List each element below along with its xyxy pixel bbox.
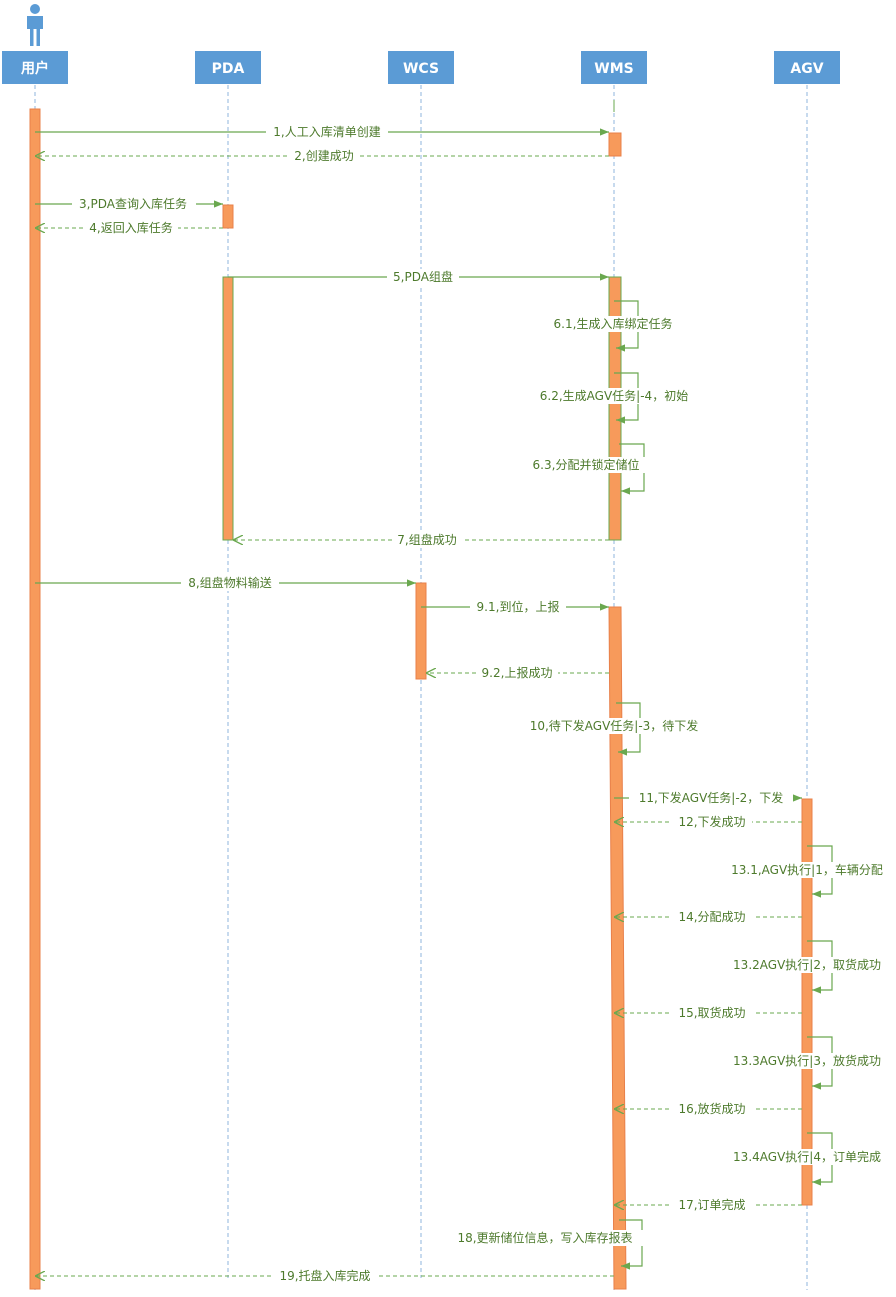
- message-18: 18,更新储位信息，写入库存报表: [442, 1219, 648, 1270]
- message-label: 12,下发成功: [678, 814, 745, 829]
- message-label: 6.1,生成入库绑定任务: [554, 316, 673, 331]
- message-9-1: 9.1,到位，上报: [421, 599, 609, 615]
- participant-label: WMS: [594, 61, 633, 77]
- message-label: 7,组盘成功: [397, 532, 456, 547]
- message-label: 6.3,分配并锁定储位: [533, 457, 640, 472]
- message-label: 13.3AGV执行|3，放货成功: [733, 1053, 881, 1068]
- message-label: 6.2,生成AGV任务|-4，初始: [540, 388, 688, 403]
- participant-label: WCS: [403, 61, 439, 77]
- message-15: 15,取货成功: [614, 1005, 802, 1021]
- message-10: 10,待下发AGV任务|-3，待下发: [519, 702, 709, 756]
- message-13-3: 13.3AGV执行|3，放货成功: [724, 1036, 892, 1090]
- participant-user[interactable]: 用户: [2, 51, 68, 84]
- message-11: 11,下发AGV任务|-2，下发: [614, 790, 802, 806]
- message-16: 16,放货成功: [614, 1101, 802, 1117]
- participant-label: 用户: [21, 60, 49, 77]
- message-2: 2,创建成功: [35, 148, 609, 164]
- message-9-2: 9.2,上报成功: [426, 665, 609, 681]
- message-6-2: 6.2,生成AGV任务|-4，初始: [530, 372, 698, 424]
- participant-pda[interactable]: PDA: [195, 51, 261, 84]
- message-13-2: 13.2AGV执行|2，取货成功: [724, 940, 892, 994]
- activation-agv: [801, 798, 813, 1206]
- message-17: 17,订单完成: [614, 1197, 802, 1213]
- activation-user: [29, 108, 41, 1290]
- message-label: 13.1,AGV执行|1，车辆分配: [731, 862, 883, 877]
- message-label: 10,待下发AGV任务|-3，待下发: [530, 718, 699, 733]
- message-label: 18,更新储位信息，写入库存报表: [457, 1230, 632, 1245]
- activation-bars: [29, 108, 813, 1290]
- message-label: 13.4AGV执行|4，订单完成: [733, 1149, 881, 1164]
- participant-wms[interactable]: WMS: [581, 51, 647, 84]
- message-label: 9.2,上报成功: [482, 665, 553, 680]
- message-label: 13.2AGV执行|2，取货成功: [733, 957, 881, 972]
- message-label: 4,返回入库任务: [89, 220, 172, 235]
- message-6-3: 6.3,分配并锁定储位: [525, 443, 647, 495]
- message-label: 19,托盘入库完成: [279, 1268, 370, 1283]
- participant-wcs[interactable]: WCS: [388, 51, 454, 84]
- message-19: 19,托盘入库完成: [35, 1268, 614, 1284]
- participant-label: AGV: [790, 61, 823, 77]
- activation-pda-1: [222, 204, 234, 229]
- message-13-1: 13.1,AGV执行|1，车辆分配: [723, 845, 891, 898]
- participant-label: PDA: [212, 61, 245, 77]
- activation-pda-2: [222, 276, 234, 541]
- message-label: 9.1,到位，上报: [477, 599, 560, 614]
- message-label: 3,PDA查询入库任务: [79, 196, 187, 211]
- message-4: 4,返回入库任务: [35, 220, 223, 236]
- message-label: 17,订单完成: [678, 1197, 745, 1212]
- activation-wms-1: [608, 132, 622, 157]
- activation-wms-2: [608, 276, 622, 541]
- message-8: 8,组盘物料输送: [35, 575, 416, 591]
- message-5: 5,PDA组盘: [228, 269, 609, 285]
- message-14: 14,分配成功: [614, 909, 802, 925]
- actor-person-icon: [27, 4, 43, 46]
- message-label: 16,放货成功: [678, 1101, 745, 1116]
- activation-wms-3: [608, 606, 627, 1290]
- participant-agv[interactable]: AGV: [774, 51, 840, 84]
- message-label: 1,人工入库清单创建: [273, 124, 380, 139]
- message-label: 8,组盘物料输送: [188, 575, 271, 590]
- message-label: 5,PDA组盘: [393, 269, 453, 284]
- message-label: 15,取货成功: [678, 1005, 745, 1020]
- message-7: 7,组盘成功: [233, 532, 609, 548]
- message-6-1: 6.1,生成入库绑定任务: [546, 300, 680, 352]
- message-12: 12,下发成功: [614, 814, 802, 830]
- messages: 1,人工入库清单创建 2,创建成功 3,PDA查询入库任务 4,返回入库任务 5…: [35, 124, 892, 1284]
- message-13-4: 13.4AGV执行|4，订单完成: [724, 1132, 892, 1186]
- message-label: 2,创建成功: [294, 149, 353, 163]
- message-1: 1,人工入库清单创建: [35, 124, 609, 140]
- message-label: 14,分配成功: [678, 910, 745, 924]
- message-3: 3,PDA查询入库任务: [35, 196, 223, 212]
- message-label: 11,下发AGV任务|-2，下发: [639, 790, 784, 805]
- activation-wcs: [415, 582, 427, 680]
